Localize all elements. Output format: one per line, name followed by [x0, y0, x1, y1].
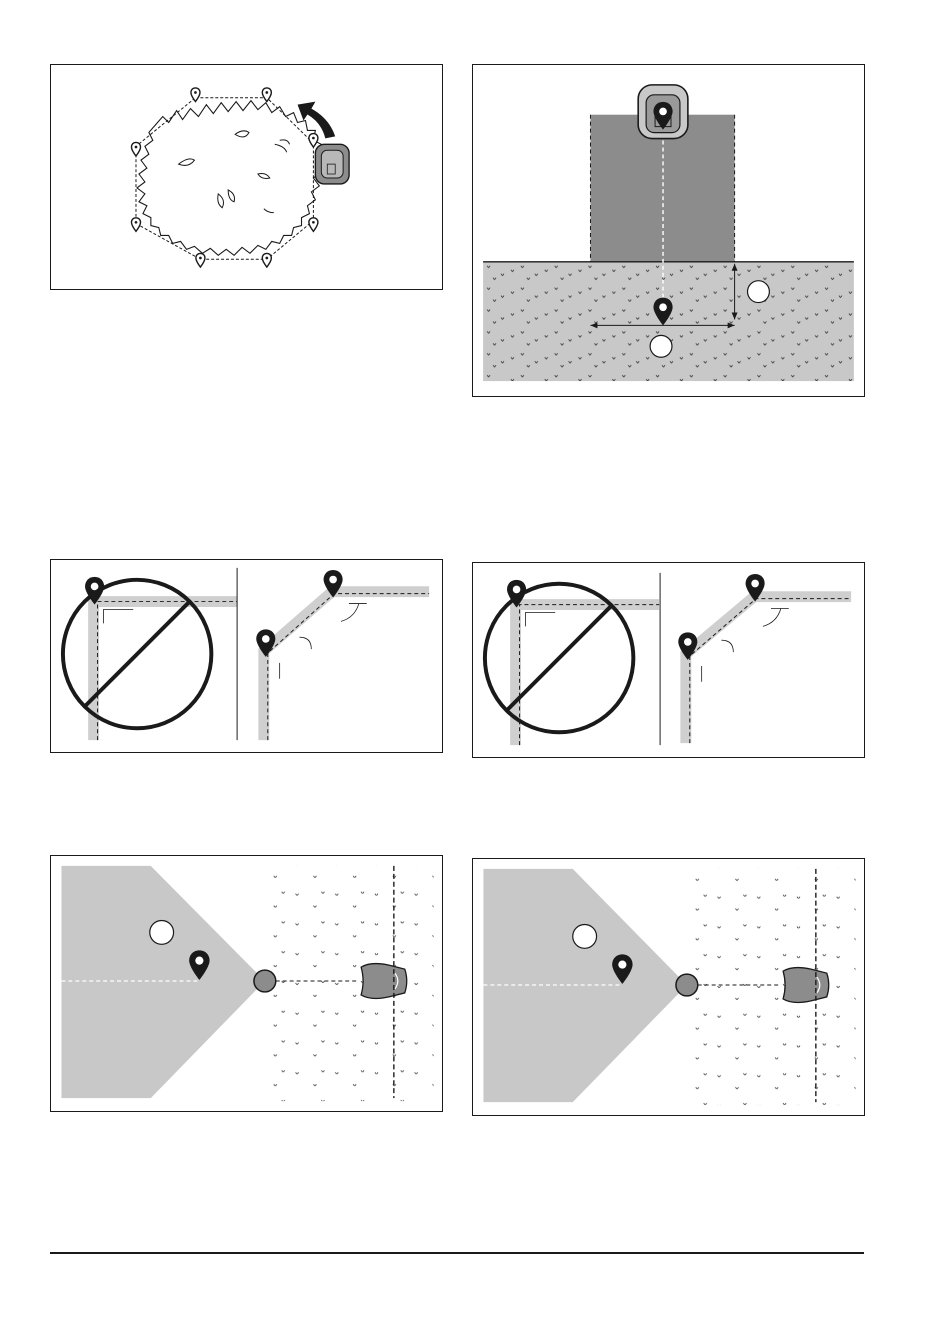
figure-corner-path-right [472, 562, 865, 758]
figure-station-corridor [472, 64, 865, 397]
robotic-mower-icon [315, 144, 349, 184]
guide-point-icon [131, 218, 140, 232]
figure-corner-path-left [50, 559, 443, 753]
robotic-mower-icon [783, 968, 829, 1003]
guide-point-icon [196, 253, 205, 267]
charging-station-icon [254, 970, 276, 992]
callout-depth [748, 281, 770, 303]
work-area [61, 866, 264, 1098]
bush-perimeter-diagram [51, 65, 442, 289]
robotic-mower-icon [361, 964, 407, 999]
guide-point-icon [262, 253, 271, 267]
guide-point-icon [131, 142, 140, 156]
callout-width [650, 335, 672, 357]
lawn-station-diagram [51, 856, 442, 1111]
lawn-station-diagram [473, 859, 864, 1115]
footer-rule [50, 1252, 864, 1254]
figure-lawn-station-left [50, 855, 443, 1112]
station-corridor-diagram [473, 65, 864, 396]
guide-point-icon [309, 218, 318, 232]
callout-area [573, 924, 597, 948]
guide-point-icon [262, 88, 271, 102]
bush-outline [137, 101, 323, 256]
figure-bush-perimeter [50, 64, 443, 290]
figure-lawn-station-right [472, 858, 865, 1116]
callout-area [150, 920, 174, 944]
guide-point-icon [191, 88, 200, 102]
corner-path-diagram [473, 563, 864, 757]
charging-station-icon [676, 974, 698, 996]
corner-path-diagram [51, 560, 442, 752]
